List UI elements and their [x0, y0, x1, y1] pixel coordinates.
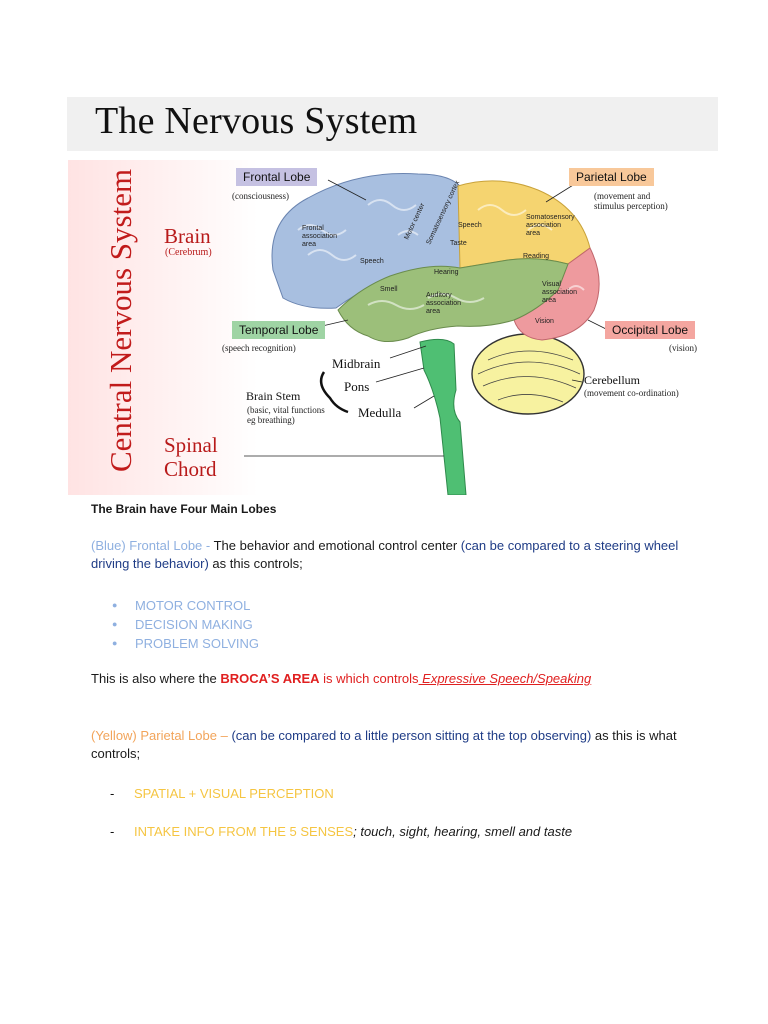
frontal-lobe-label: Frontal Lobe: [236, 168, 318, 186]
region-frontal-association-line3: area: [302, 241, 316, 248]
temporal-lobe-label: Temporal Lobe: [232, 321, 326, 339]
region-frontal-association-line2: association: [302, 233, 337, 240]
region-speech-top: Speech: [458, 222, 482, 229]
page-title: The Nervous System: [95, 100, 418, 142]
medulla-label: Medulla: [358, 405, 402, 420]
frontal-lobe-sub: (consciousness): [232, 191, 289, 201]
frontal-compare: (can be compared to a steering wheel dri…: [91, 538, 679, 571]
brain-sub-label: (Cerebrum): [165, 247, 212, 258]
region-visual-association-line2: association: [542, 289, 577, 296]
parietal-compare: (can be compared to a little person sitt…: [231, 728, 592, 743]
parietal-lobe-sub-line1: (movement and: [594, 191, 651, 201]
region-smell: Smell: [380, 286, 398, 293]
occipital-lobe-sub: (vision): [669, 343, 697, 353]
region-somatosensory-association-line2: association: [526, 222, 561, 229]
temporal-lobe-sub: (speech recognition): [222, 343, 296, 353]
broca-paragraph: This is also where the BROCA’S AREA is w…: [91, 670, 591, 688]
parietal-lobe-sub-line2: stimulus perception): [594, 201, 668, 211]
region-frontal-association-line1: Frontal: [302, 225, 324, 232]
broca-middle: is which controls: [319, 671, 419, 686]
region-visual-association-line1: Visual: [542, 281, 561, 288]
temporal-lobe-label-text: Temporal Lobe: [239, 323, 319, 337]
brain-stem-label: Brain Stem: [246, 389, 301, 403]
brain-stem-sub-line2: eg breathing): [247, 415, 295, 425]
broca-bold: BROCA’S AREA: [220, 671, 320, 686]
spinal-label-line2: Chord: [164, 457, 217, 481]
parietal-suffix: as this is what controls;: [91, 728, 677, 761]
broca-prefix: This is also where the: [91, 671, 221, 686]
brain-illustration: Frontal association area Motor center So…: [244, 173, 609, 495]
cerebellum-label: Cerebellum: [584, 373, 640, 387]
parietal-lobe-label: Parietal Lobe: [569, 168, 654, 186]
region-auditory-association-line2: association: [426, 300, 461, 307]
parietal-lobe-label-text: Parietal Lobe: [576, 170, 647, 184]
midbrain-label: Midbrain: [332, 356, 381, 371]
occipital-lobe-label: Occipital Lobe: [605, 321, 696, 339]
bullet-dot-icon: ●: [112, 619, 118, 629]
section-heading: The Brain have Four Main Lobes: [91, 502, 277, 516]
cerebellum-sub: (movement co-ordination): [584, 388, 679, 398]
list-item: -INTAKE INFO FROM THE 5 SENSES; touch, s…: [110, 824, 573, 839]
region-auditory-association-line3: area: [426, 308, 440, 315]
region-taste: Taste: [450, 240, 467, 247]
list-item: -SPATIAL + VISUAL PERCEPTION: [110, 786, 334, 801]
list-item: ●DECISION MAKING: [112, 617, 253, 632]
region-speech-left: Speech: [360, 258, 384, 265]
title-banner: The Nervous System: [67, 97, 718, 151]
list-item: ●PROBLEM SOLVING: [112, 636, 260, 651]
brain-stem-sub-line1: (basic, vital functions: [247, 405, 325, 415]
region-visual-association-line3: area: [542, 297, 556, 304]
brain-diagram: Central Nervous System Brain (Cerebrum) …: [68, 160, 723, 495]
frontal-lobe-label-text: Frontal Lobe: [243, 170, 311, 184]
frontal-prefix: (Blue) Frontal Lobe -: [91, 538, 214, 553]
brain-label: Brain: [164, 224, 211, 248]
region-auditory-association-line1: Auditory: [426, 292, 452, 299]
frontal-main: The behavior and emotional control cente…: [213, 538, 461, 553]
region-vision: Vision: [535, 318, 554, 325]
frontal-suffix: as this controls;: [208, 556, 303, 571]
broca-italic: Expressive Speech/Speaking: [418, 671, 592, 686]
region-hearing: Hearing: [434, 269, 459, 276]
frontal-bullet-list: ●MOTOR CONTROL ●DECISION MAKING ●PROBLEM…: [112, 596, 259, 653]
frontal-paragraph: (Blue) Frontal Lobe - The behavior and e…: [91, 537, 691, 573]
spinal-label-line1: Spinal: [164, 433, 218, 457]
parietal-prefix: (Yellow) Parietal Lobe –: [91, 728, 232, 743]
list-item: ●MOTOR CONTROL: [112, 598, 251, 613]
cns-background: [68, 160, 258, 495]
pons-label: Pons: [344, 379, 370, 394]
bullet-dot-icon: ●: [112, 600, 118, 610]
region-somatosensory-association-line1: Somatosensory: [526, 214, 575, 221]
parietal-paragraph: (Yellow) Parietal Lobe – (can be compare…: [91, 727, 681, 763]
occipital-lobe-label-text: Occipital Lobe: [612, 323, 689, 337]
region-somatosensory-association-line3: area: [526, 230, 540, 237]
region-reading: Reading: [523, 253, 549, 260]
bullet-dot-icon: ●: [112, 638, 118, 648]
